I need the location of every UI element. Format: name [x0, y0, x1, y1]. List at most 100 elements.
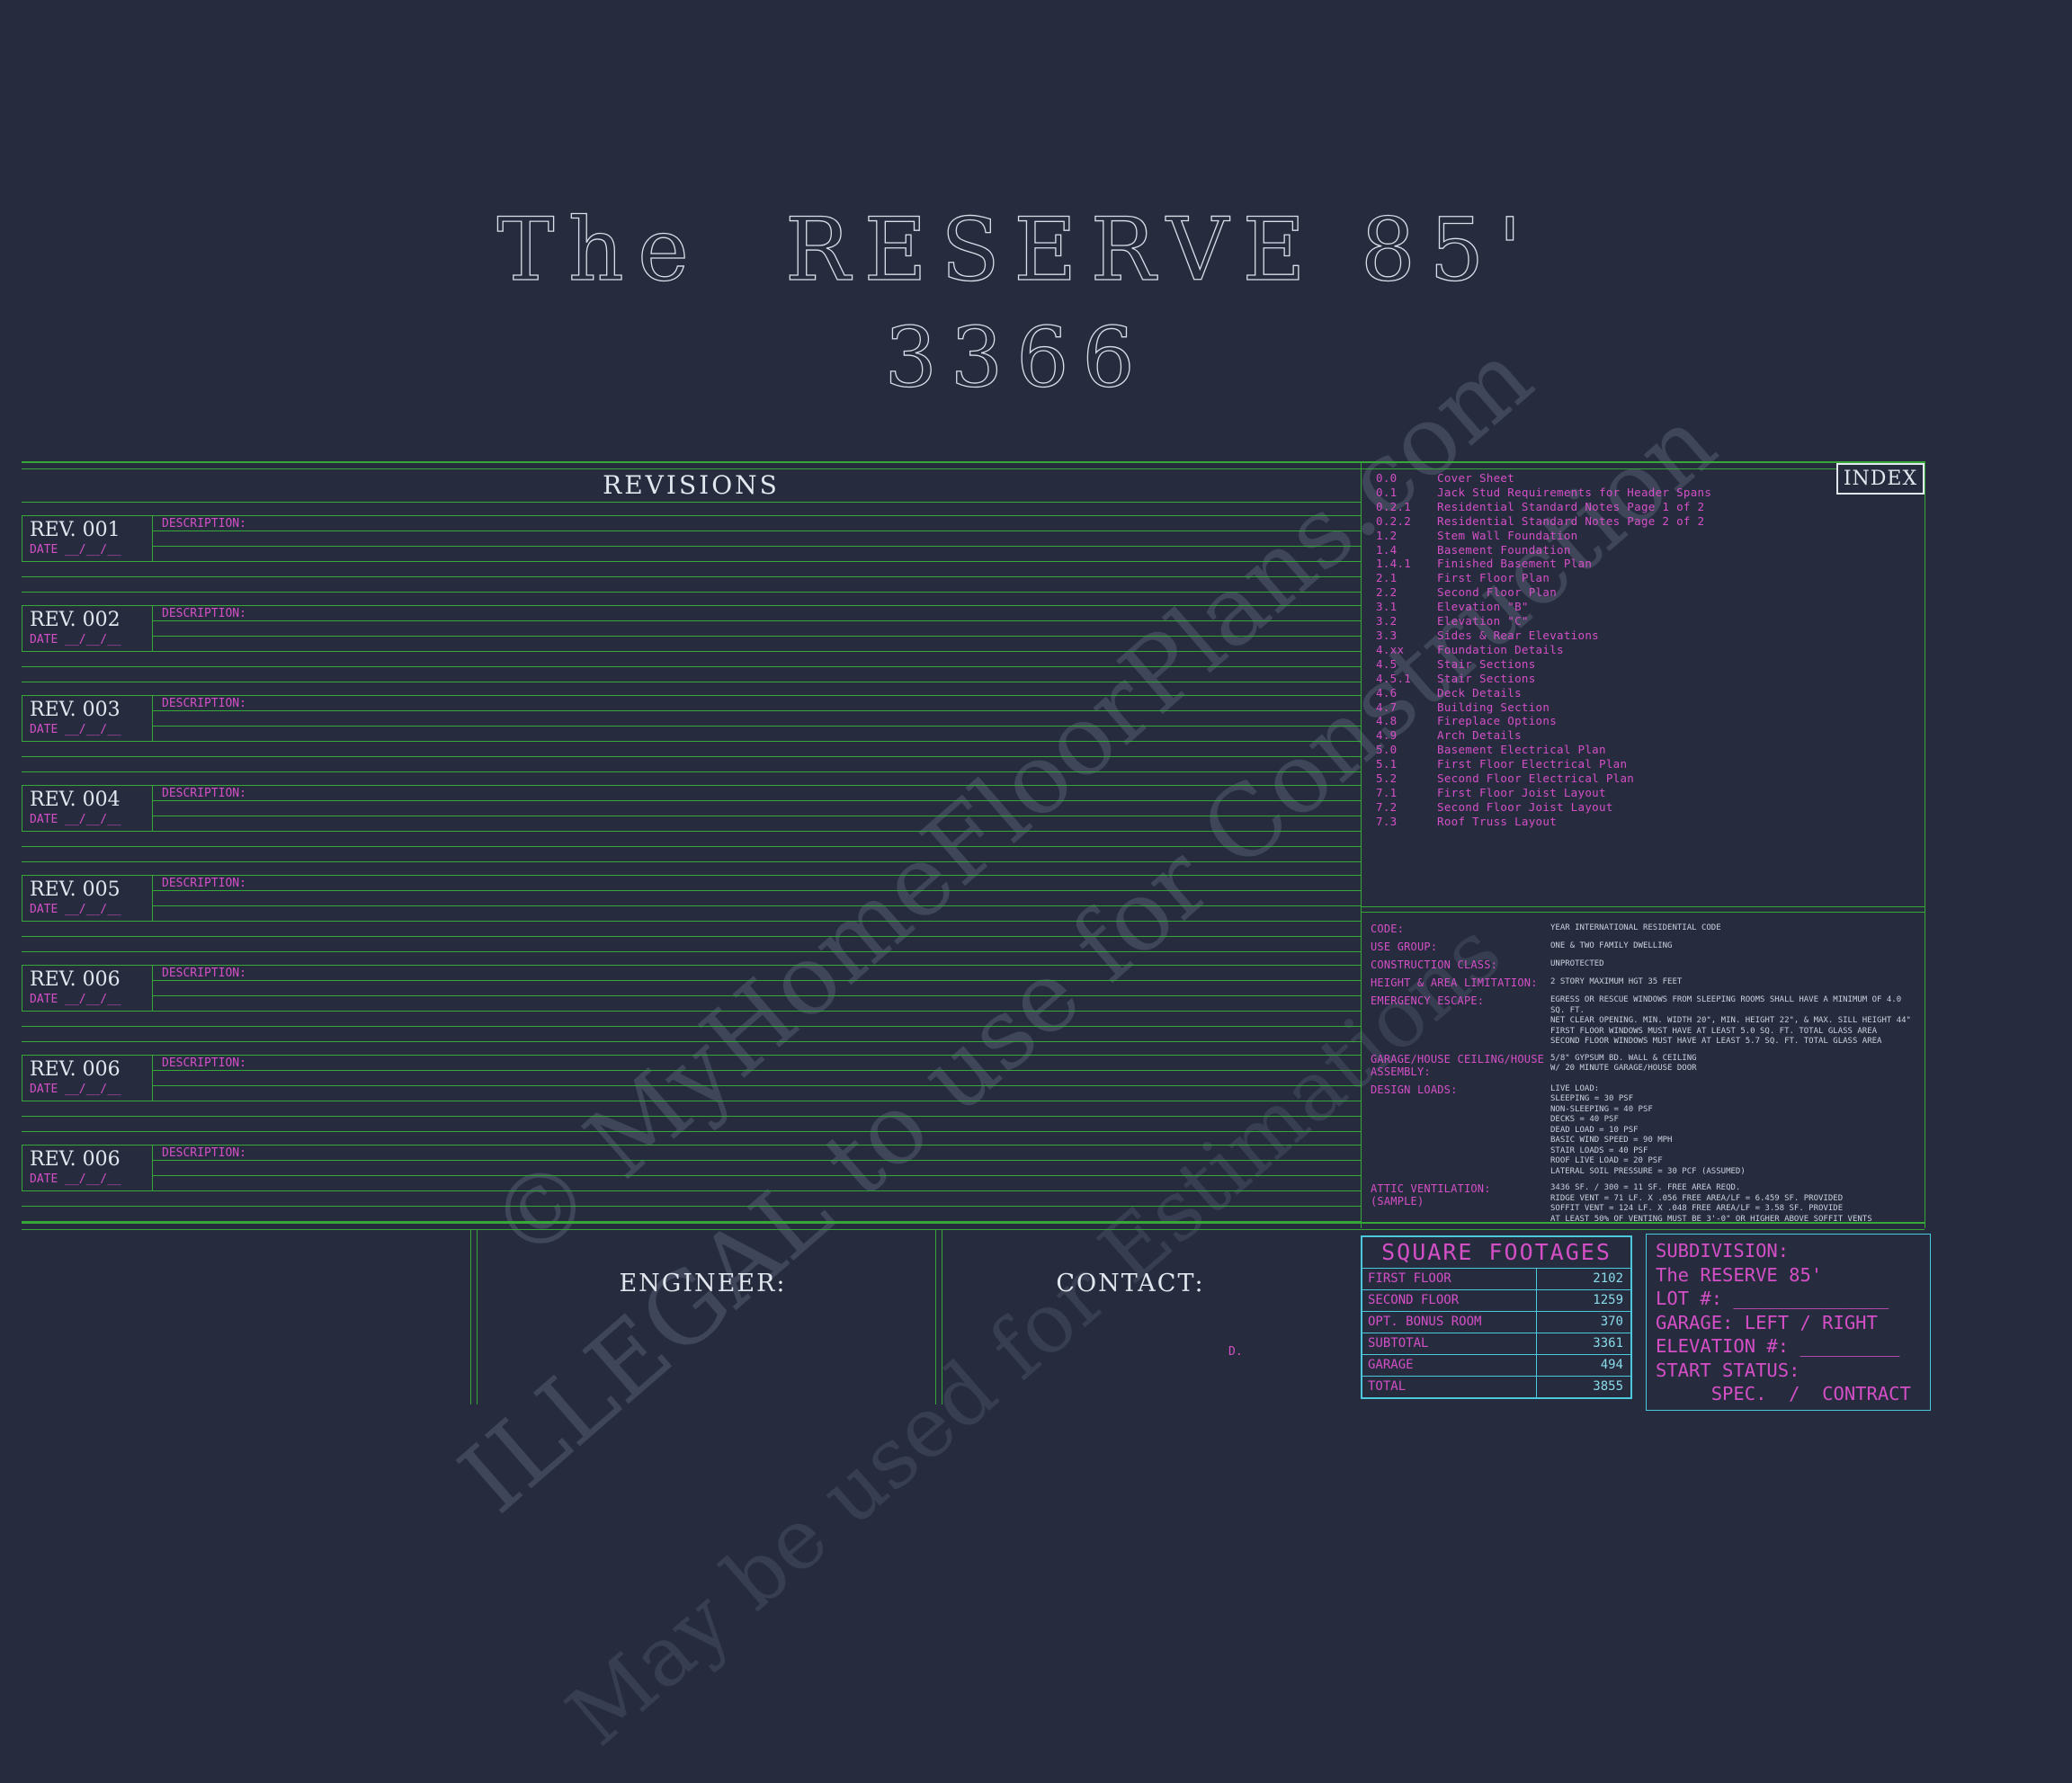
rule-line — [22, 695, 1361, 696]
top-rule-1 — [22, 461, 1925, 463]
sheet-number: 0.1 — [1376, 485, 1398, 499]
rule-line — [22, 936, 1361, 937]
sheet-title: Stair Sections — [1437, 656, 1536, 671]
rule-line — [22, 605, 1361, 606]
sheet-title: Residential Standard Notes Page 2 of 2 — [1437, 513, 1705, 528]
lot-info-line: ELEVATION #: _________ — [1656, 1335, 1900, 1357]
sqft-row: SUBTOTAL 3361 — [1362, 1333, 1630, 1355]
sqft-label: FIRST FLOOR — [1362, 1269, 1537, 1289]
revision-number: REV. 006 — [30, 1148, 121, 1171]
sheet-number: 0.2.1 — [1376, 499, 1412, 513]
revision-label-box: REV. 003 DATE __/__/__ — [22, 695, 153, 742]
code-row: HEIGHT & AREA LIMITATION: 2 STORY MAXIMU… — [1371, 976, 1919, 989]
rule-line — [153, 995, 1361, 996]
contact-label: CONTACT: — [1056, 1270, 1205, 1297]
lot-info-line: SPEC. / CONTRACT — [1656, 1383, 1911, 1404]
rule-line — [22, 741, 1361, 742]
sheet-number: 3.2 — [1376, 614, 1398, 629]
code-row: GARAGE/HOUSE CEILING/HOUSE ASSEMBLY: 5/8… — [1371, 1053, 1919, 1078]
sheet-number: 2.2 — [1376, 585, 1398, 600]
rule-line — [22, 1145, 1361, 1146]
code-label: CONSTRUCTION CLASS: — [1371, 958, 1498, 971]
index-row: 7.2 Second Floor Joist Layout — [1376, 800, 1711, 815]
sheet-number: 4.9 — [1376, 728, 1398, 743]
rule-line — [153, 890, 1361, 891]
revision-list: REV. 001 DATE __/__/__ DESCRIPTION: REV.… — [22, 515, 1361, 1235]
sheet-title: Second Floor Joist Layout — [1437, 799, 1613, 814]
plan-title: The RESERVE 85' — [496, 200, 1536, 300]
rule-line — [22, 651, 1361, 652]
sheet-title: Elevation "B" — [1437, 600, 1529, 614]
code-value: ONE & TWO FAMILY DWELLING — [1550, 941, 1673, 950]
revision-number: REV. 001 — [30, 519, 121, 541]
code-label: USE GROUP: — [1371, 941, 1438, 953]
sheet-number: 4.5 — [1376, 656, 1398, 671]
index-row: 4.6 Deck Details — [1376, 686, 1711, 700]
rule-line — [22, 846, 1361, 847]
code-row: CONSTRUCTION CLASS: UNPROTECTED — [1371, 958, 1919, 971]
sheet-title: Deck Details — [1437, 685, 1522, 700]
rule-line — [153, 1160, 1361, 1161]
rule-line — [22, 861, 1361, 862]
revision-block: REV. 006 DATE __/__/__ DESCRIPTION: — [22, 965, 1361, 1055]
code-row: USE GROUP: ONE & TWO FAMILY DWELLING — [1371, 941, 1919, 953]
sqft-row: OPT. BONUS ROOM 370 — [1362, 1312, 1630, 1333]
sheet-number: 5.2 — [1376, 771, 1398, 786]
code-label: EMERGENCY ESCAPE: — [1371, 994, 1485, 1007]
lot-info-line: SUBDIVISION: — [1656, 1240, 1790, 1261]
d-note: D. — [1228, 1345, 1243, 1359]
code-label: DESIGN LOADS: — [1371, 1083, 1458, 1096]
revision-block: REV. 004 DATE __/__/__ DESCRIPTION: — [22, 785, 1361, 875]
rule-line — [22, 831, 1361, 832]
square-footages-table: SQUARE FOOTAGES FIRST FLOOR 2102 SECOND … — [1361, 1235, 1632, 1399]
sheet-number: 4.7 — [1376, 700, 1398, 714]
revision-block: REV. 006 DATE __/__/__ DESCRIPTION: — [22, 1145, 1361, 1235]
sqft-label: SECOND FLOOR — [1362, 1290, 1537, 1311]
revision-block: REV. 006 DATE __/__/__ DESCRIPTION: — [22, 1055, 1361, 1145]
sheet-title: Basement Electrical Plan — [1437, 743, 1606, 757]
sheet-title: Elevation "C" — [1437, 614, 1529, 629]
sqft-label: SUBTOTAL — [1362, 1333, 1537, 1354]
revision-label-box: REV. 001 DATE __/__/__ — [22, 515, 153, 562]
rule-line — [22, 1011, 1361, 1012]
sheet-number: 0.0 — [1376, 471, 1398, 485]
revisions-header-rule — [22, 502, 1361, 503]
sheet-title: Second Floor Plan — [1437, 585, 1558, 600]
sheet-number: 1.2 — [1376, 528, 1398, 542]
rule-line — [153, 800, 1361, 801]
sheet-number: 3.3 — [1376, 628, 1398, 642]
sheet-title: Arch Details — [1437, 728, 1522, 743]
revision-label-box: REV. 006 DATE __/__/__ — [22, 965, 153, 1012]
sheet-number: 4.6 — [1376, 685, 1398, 700]
code-label: CODE: — [1371, 923, 1405, 935]
revision-description-label: DESCRIPTION: — [162, 877, 246, 890]
plan-number: 3366 — [884, 309, 1148, 406]
revision-block: REV. 003 DATE __/__/__ DESCRIPTION: — [22, 695, 1361, 785]
top-rule-2 — [22, 468, 1925, 469]
revision-label-box: REV. 005 DATE __/__/__ — [22, 875, 153, 922]
sheet-number: 7.2 — [1376, 799, 1398, 814]
revision-label-box: REV. 006 DATE __/__/__ — [22, 1055, 153, 1101]
revision-description-label: DESCRIPTION: — [162, 787, 246, 800]
rule-line — [22, 965, 1361, 966]
sqft-value: 2102 — [1593, 1271, 1623, 1286]
revision-block: REV. 001 DATE __/__/__ DESCRIPTION: — [22, 515, 1361, 605]
rule-line — [153, 530, 1361, 531]
engineer-label: ENGINEER: — [619, 1270, 787, 1297]
revision-block: REV. 002 DATE __/__/__ DESCRIPTION: — [22, 605, 1361, 695]
sheet-title: Stair Sections — [1437, 671, 1536, 685]
sheet-title: Foundation Details — [1437, 642, 1564, 656]
sheet-number: 5.0 — [1376, 743, 1398, 757]
rule-line — [22, 875, 1361, 876]
sqft-label: OPT. BONUS ROOM — [1362, 1312, 1537, 1333]
rule-line — [153, 905, 1361, 906]
